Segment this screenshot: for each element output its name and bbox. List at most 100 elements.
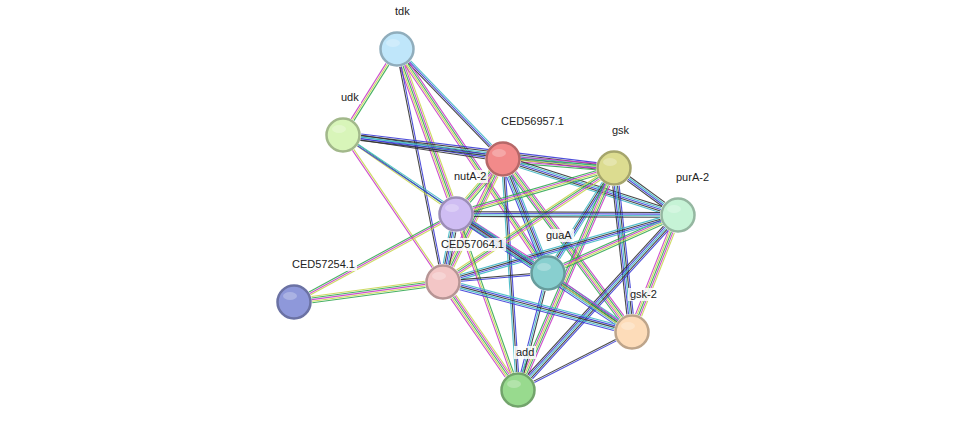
node-shine bbox=[492, 149, 506, 157]
evidence-strand bbox=[455, 296, 509, 374]
evidence-strand bbox=[529, 227, 665, 375]
evidence-strand bbox=[614, 186, 628, 314]
edge-bundle bbox=[451, 295, 511, 377]
node-shine bbox=[603, 158, 617, 166]
edge-line bbox=[461, 284, 615, 325]
evidence-strand bbox=[311, 281, 424, 296]
edge-line bbox=[361, 134, 596, 163]
evidence-strand bbox=[461, 274, 530, 280]
edge-line bbox=[406, 65, 453, 196]
evidence-strand bbox=[474, 174, 597, 210]
node-circle bbox=[425, 264, 461, 300]
evidence-strand bbox=[403, 66, 450, 197]
evidence-strand bbox=[461, 285, 615, 326]
edge-line bbox=[473, 221, 619, 319]
node-shine bbox=[332, 125, 346, 133]
node-disc bbox=[598, 152, 631, 185]
evidence-strand bbox=[405, 65, 452, 196]
node-label: gsk bbox=[610, 124, 631, 137]
edge-line bbox=[534, 341, 616, 383]
node-label: tdk bbox=[393, 5, 412, 18]
evidence-strand bbox=[453, 297, 507, 375]
node-circle bbox=[660, 197, 696, 233]
evidence-strand bbox=[460, 290, 614, 331]
evidence-strand bbox=[361, 139, 596, 168]
evidence-strand bbox=[528, 226, 664, 374]
edge-bundle bbox=[460, 284, 616, 331]
edge-line bbox=[533, 230, 669, 378]
evidence-strand bbox=[400, 67, 439, 265]
node-shine bbox=[432, 272, 446, 280]
edge-line bbox=[474, 175, 597, 211]
edge-line bbox=[474, 216, 660, 218]
node-circle bbox=[500, 372, 536, 408]
edge-line bbox=[456, 295, 510, 373]
node-disc bbox=[427, 266, 460, 299]
node-disc bbox=[381, 33, 414, 66]
evidence-strand bbox=[564, 222, 661, 265]
node-shine bbox=[507, 380, 521, 388]
node-shine bbox=[386, 39, 400, 47]
protein-node: CED57254.1 bbox=[276, 284, 312, 320]
node-disc bbox=[532, 257, 565, 290]
node-label: udk bbox=[339, 91, 361, 104]
evidence-strand bbox=[361, 137, 596, 166]
evidence-strand bbox=[628, 179, 663, 205]
evidence-strand bbox=[460, 288, 614, 329]
edge-bundle bbox=[627, 177, 665, 207]
evidence-strand bbox=[521, 163, 662, 208]
node-label: CED57064.1 bbox=[439, 238, 506, 251]
evidence-strand bbox=[627, 181, 662, 207]
node-circle bbox=[485, 141, 521, 177]
evidence-strand bbox=[452, 298, 506, 376]
evidence-strand bbox=[451, 299, 505, 377]
node-label: purA-2 bbox=[674, 171, 711, 184]
evidence-strand bbox=[534, 339, 616, 381]
evidence-strand bbox=[473, 171, 596, 207]
evidence-strand bbox=[409, 62, 490, 146]
evidence-strand bbox=[531, 229, 667, 377]
protein-node: nutA-2 bbox=[438, 196, 474, 232]
node-shine bbox=[445, 204, 459, 212]
node-circle bbox=[276, 284, 312, 320]
evidence-strand bbox=[640, 232, 673, 315]
node-circle bbox=[438, 196, 474, 232]
node-disc bbox=[278, 286, 311, 319]
evidence-strand bbox=[613, 186, 627, 314]
protein-node: udk bbox=[325, 117, 361, 153]
evidence-strand bbox=[473, 172, 596, 208]
edge-line bbox=[630, 177, 665, 203]
protein-node: tdk bbox=[379, 31, 415, 67]
evidence-strand bbox=[312, 284, 425, 299]
edge-bundle bbox=[636, 231, 675, 317]
protein-node: add bbox=[500, 372, 536, 408]
node-label: nutA-2 bbox=[452, 170, 488, 183]
node-circle bbox=[596, 150, 632, 186]
node-disc bbox=[662, 199, 695, 232]
edge-bundle bbox=[360, 134, 596, 169]
evidence-strand bbox=[474, 213, 660, 215]
evidence-strand bbox=[474, 214, 660, 216]
protein-node: purA-2 bbox=[660, 197, 696, 233]
evidence-strand bbox=[474, 211, 660, 213]
evidence-strand bbox=[361, 136, 596, 165]
node-label: CED57254.1 bbox=[290, 258, 357, 271]
node-label: add bbox=[514, 346, 536, 359]
protein-node: gsk bbox=[596, 150, 632, 186]
evidence-strand bbox=[629, 178, 664, 204]
edge-bundle bbox=[474, 212, 660, 218]
edge-bundle bbox=[528, 226, 668, 379]
node-disc bbox=[502, 374, 535, 407]
node-shine bbox=[621, 322, 635, 330]
node-disc bbox=[616, 316, 649, 349]
evidence-strand bbox=[565, 223, 662, 266]
protein-node: CED56957.1 bbox=[485, 141, 521, 177]
node-circle bbox=[614, 314, 650, 350]
edge-line bbox=[411, 61, 492, 145]
node-disc bbox=[487, 143, 520, 176]
evidence-strand bbox=[530, 228, 666, 376]
evidence-strand bbox=[525, 185, 607, 374]
protein-node: gsk-2 bbox=[614, 314, 650, 350]
protein-node: CED57064.1 bbox=[425, 264, 461, 300]
evidence-strand bbox=[503, 177, 516, 372]
